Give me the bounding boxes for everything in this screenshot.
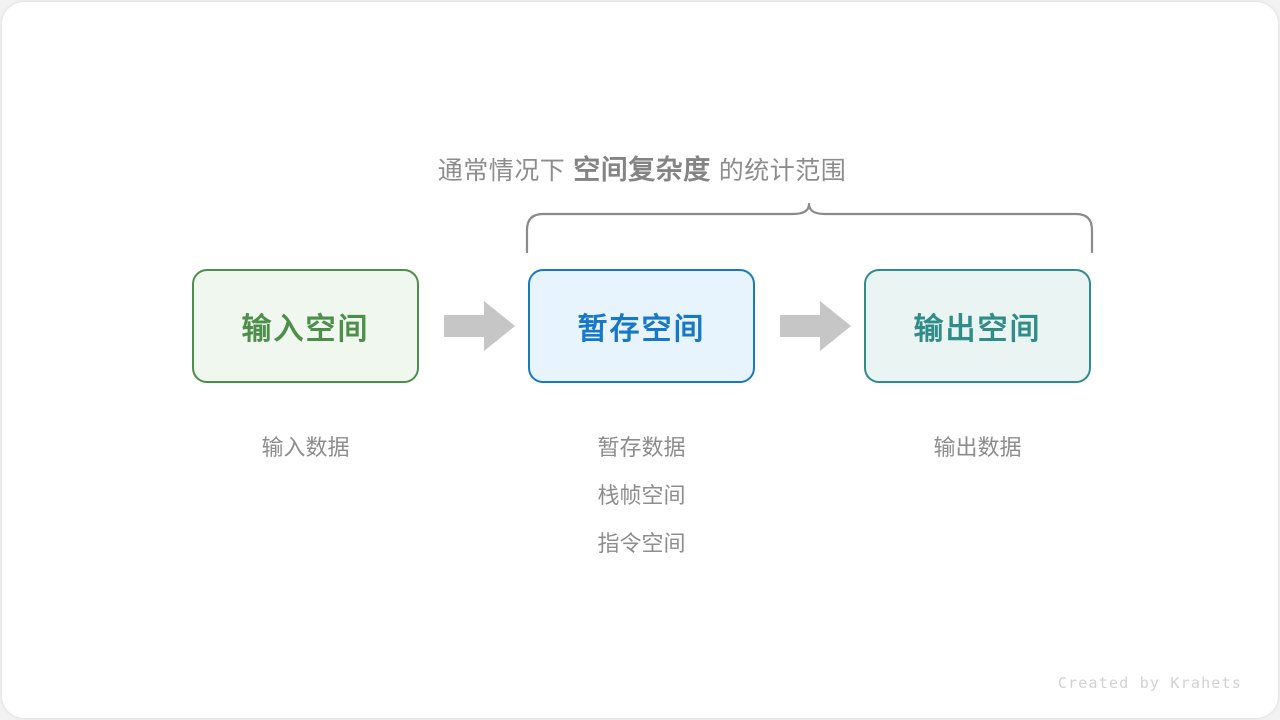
label-item: 指令空间 [597, 531, 686, 556]
watermark: Created by Krahets [1057, 674, 1242, 692]
labels-input-space: 输入数据 [192, 424, 419, 472]
labels-output-space: 输出数据 [864, 424, 1091, 472]
label-item: 栈帧空间 [597, 483, 686, 508]
caption-emphasis: 空间复杂度 [573, 155, 711, 185]
caption-prefix: 通常情况下 [437, 157, 566, 185]
box-input-space: 输入空间 [192, 269, 419, 383]
labels-temp-space: 暂存数据 栈帧空间 指令空间 [528, 424, 755, 568]
label-item: 暂存数据 [597, 435, 686, 460]
label-item: 输入数据 [261, 435, 350, 460]
arrow-right-icon [444, 301, 515, 351]
box-temp-space-label: 暂存空间 [577, 313, 706, 346]
arrow-right-icon [780, 301, 851, 351]
box-input-space-label: 输入空间 [241, 313, 370, 346]
caption-suffix: 的统计范围 [718, 157, 847, 185]
label-item: 输出数据 [933, 435, 1022, 460]
scope-caption: 通常情况下空间复杂度的统计范围 [2, 150, 1278, 191]
box-output-space-label: 输出空间 [913, 313, 1042, 346]
box-output-space: 输出空间 [864, 269, 1091, 383]
box-temp-space: 暂存空间 [528, 269, 755, 383]
scope-brace-icon [525, 202, 1094, 254]
